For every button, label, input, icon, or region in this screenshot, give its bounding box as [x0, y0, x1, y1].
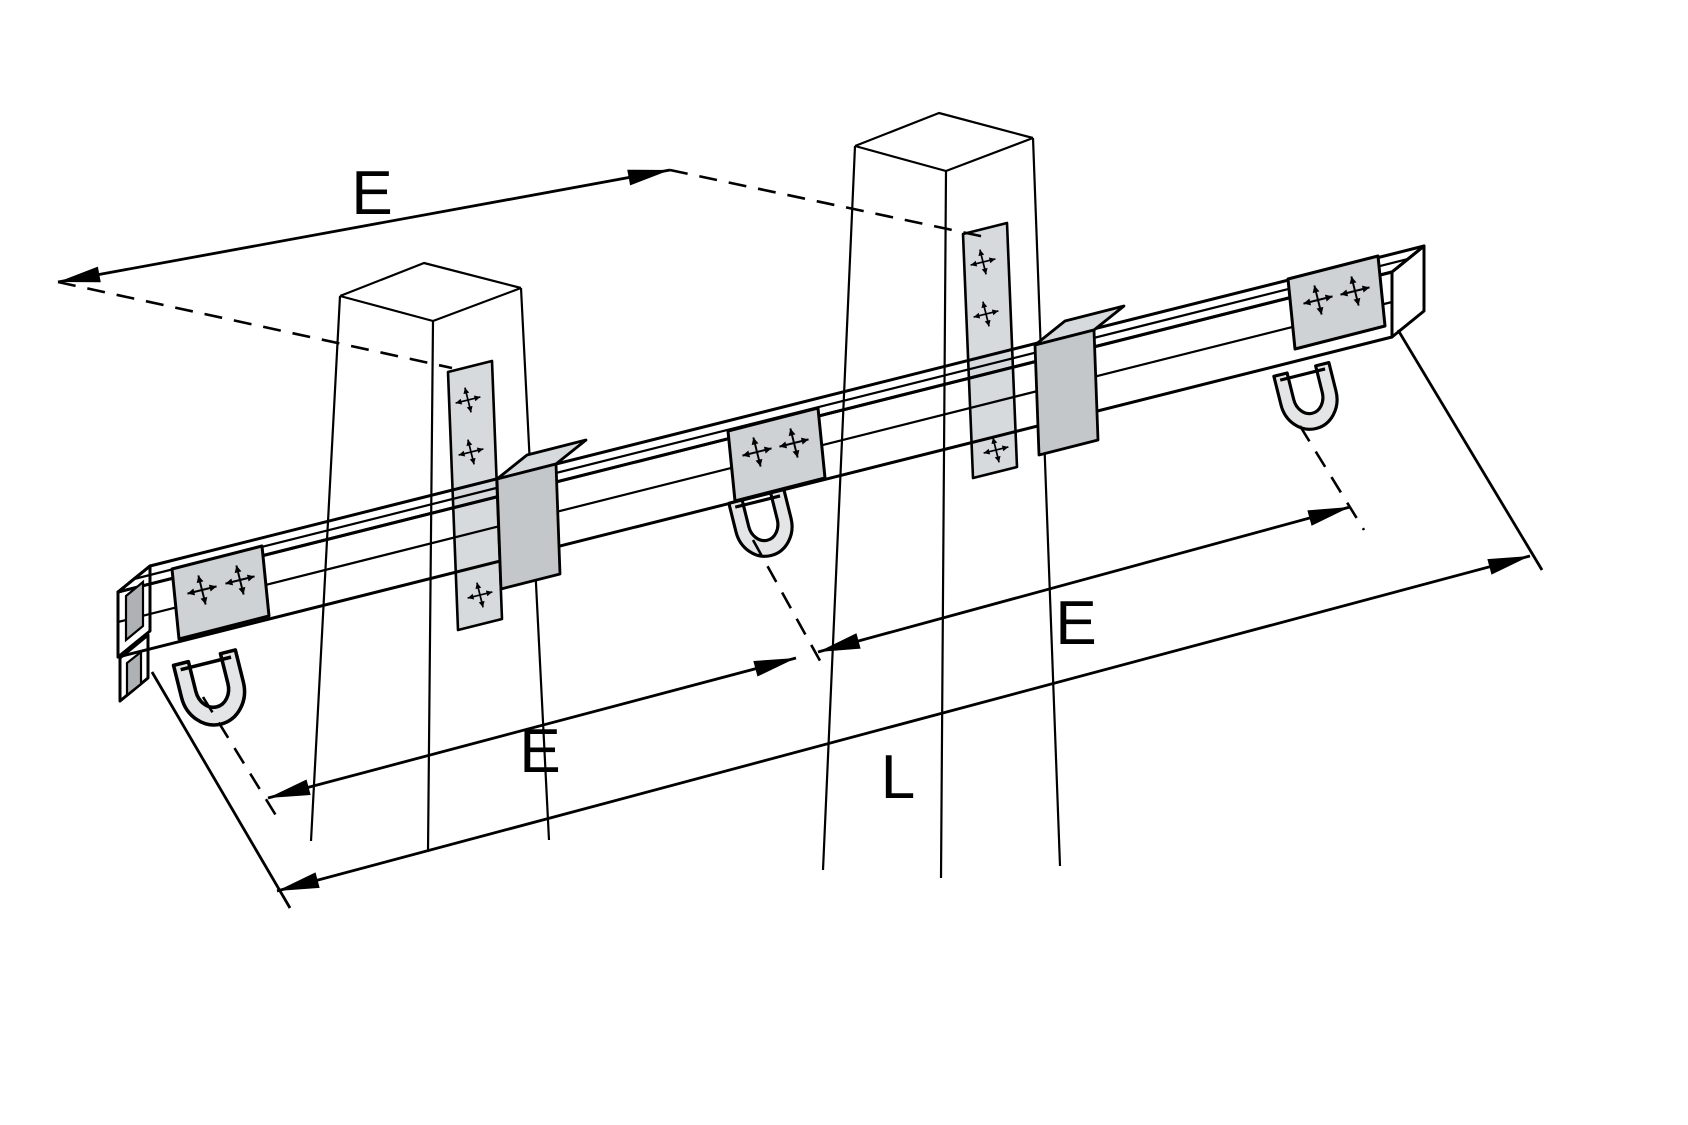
extension-beam-right-end — [1396, 329, 1544, 571]
dimension-label-l: L — [881, 743, 915, 812]
dimension-line — [57, 168, 671, 284]
left-post-fixing-plate — [446, 359, 504, 632]
middle-bracket — [726, 406, 827, 503]
extension-left-post — [57, 280, 453, 370]
extension-right-post — [669, 168, 991, 240]
beam-left-end-cap-hole — [125, 649, 143, 698]
dimension-label-e-top: E — [351, 159, 392, 228]
dimension-line — [276, 554, 1531, 893]
dimension-l: L — [150, 329, 1544, 909]
beam-left-end-cap — [118, 633, 150, 703]
leader-right-shackle — [1298, 425, 1366, 531]
leader-left-shackle — [201, 696, 282, 823]
beam-left-end-hole — [124, 579, 145, 643]
right-post-collar — [1033, 304, 1126, 457]
beam-right-end-face — [1390, 244, 1426, 339]
anchor-beam — [116, 244, 1426, 703]
dimension-e-top: E — [57, 159, 991, 370]
dimension-label-e-left: E — [519, 717, 560, 786]
right-post-fixing-plate — [961, 221, 1019, 480]
extension-beam-left-end — [150, 671, 292, 909]
dimension-label-e-right: E — [1055, 589, 1096, 658]
beam-left-end-face — [116, 564, 152, 659]
left-end-bracket — [170, 544, 271, 641]
right-end-bracket — [1286, 254, 1387, 351]
